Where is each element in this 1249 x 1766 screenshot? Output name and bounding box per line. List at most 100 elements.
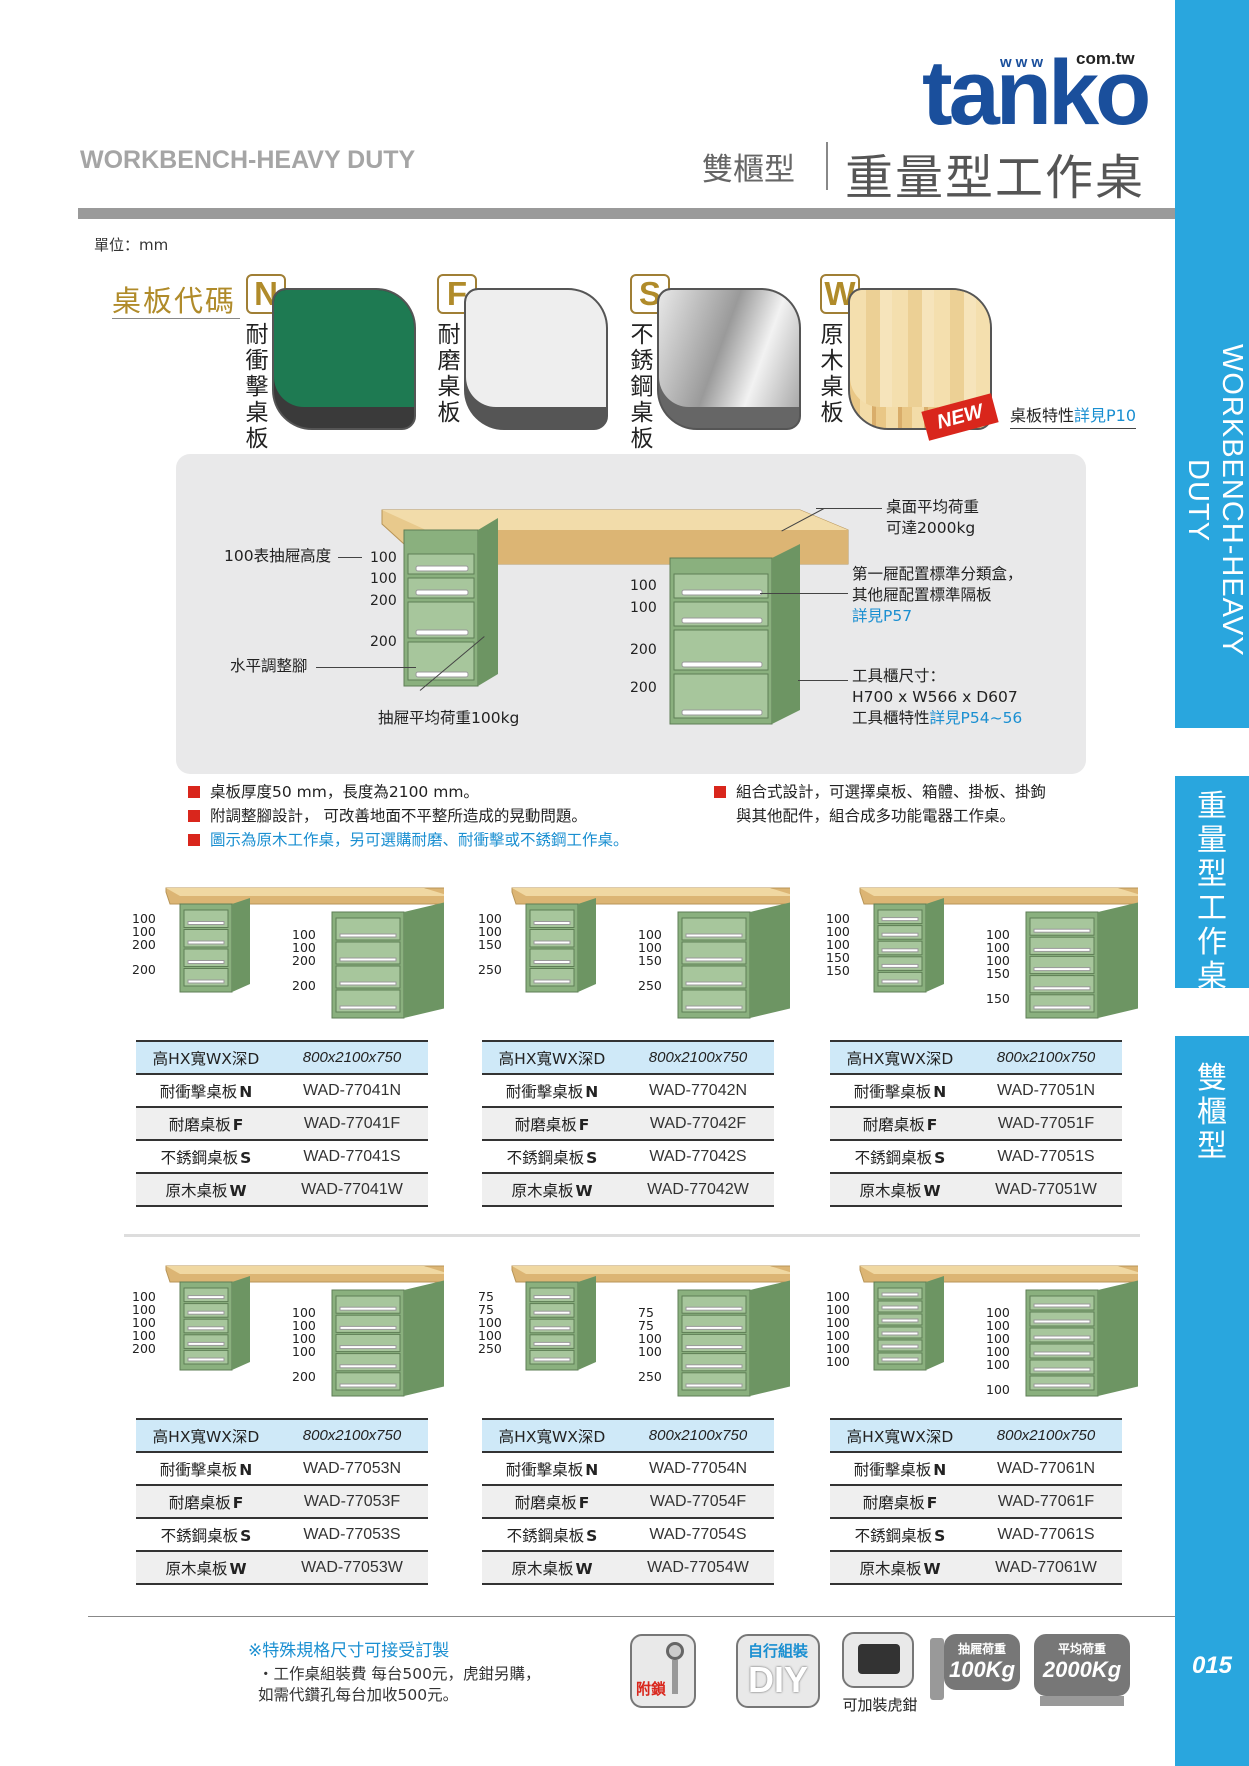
left-drawer-num: 200 bbox=[370, 593, 397, 609]
board-sample-f bbox=[464, 288, 608, 430]
dimension-value: 800x2100x750 bbox=[970, 1040, 1122, 1075]
model-code: WAD-77042N bbox=[622, 1074, 774, 1108]
board-note-link[interactable]: 詳見P10 bbox=[1074, 406, 1137, 425]
workbench-thumbnail bbox=[859, 887, 1145, 1019]
left-drawer-height: 100 bbox=[132, 1289, 156, 1304]
left-drawer-height: 100 bbox=[478, 924, 502, 939]
model-code: WAD-77053F bbox=[276, 1485, 428, 1519]
drawer-note-link[interactable]: 詳見P57 bbox=[852, 607, 913, 625]
bullet-item: 桌板厚度50 mm，長度為2100 mm。 bbox=[188, 780, 479, 804]
model-code: WAD-77042S bbox=[622, 1140, 774, 1174]
cabinet-feature-link[interactable]: 詳見P54~56 bbox=[929, 709, 1023, 727]
right-drawer-height: 100 bbox=[986, 1344, 1010, 1359]
diy-badge: 自行組裝 DIY bbox=[736, 1634, 820, 1708]
left-drawer-height: 100 bbox=[826, 937, 850, 952]
dimension-value: 800x2100x750 bbox=[970, 1418, 1122, 1453]
model-code: WAD-77054W bbox=[622, 1551, 774, 1585]
left-drawer-height: 100 bbox=[478, 1315, 502, 1330]
model-code: WAD-77051W bbox=[970, 1173, 1122, 1207]
drawer-load-badge: 抽屜荷重 100Kg bbox=[930, 1634, 1022, 1700]
left-drawer-height: 100 bbox=[826, 911, 850, 926]
right-drawer-height: 100 bbox=[986, 1382, 1010, 1397]
board-sample-s bbox=[657, 288, 801, 430]
left-drawer-height: 100 bbox=[478, 911, 502, 926]
left-drawer-num: 100 bbox=[370, 571, 397, 587]
right-drawer-height: 150 bbox=[986, 991, 1010, 1006]
right-drawer-num: 100 bbox=[630, 578, 657, 594]
model-code: WAD-77041N bbox=[276, 1074, 428, 1108]
left-drawer-num: 200 bbox=[370, 634, 397, 650]
model-code: WAD-77041S bbox=[276, 1140, 428, 1174]
model-code: WAD-77053N bbox=[276, 1452, 428, 1486]
left-drawer-height: 100 bbox=[132, 1328, 156, 1343]
right-sidebar bbox=[1175, 0, 1249, 1766]
left-drawer-height: 100 bbox=[826, 1341, 850, 1356]
logo-com: com.tw bbox=[1076, 49, 1135, 68]
right-drawer-num: 200 bbox=[630, 642, 657, 658]
top-load-badge: 平均荷重 2000Kg bbox=[1034, 1634, 1130, 1708]
left-drawer-height: 75 bbox=[478, 1302, 494, 1317]
model-code: WAD-77061W bbox=[970, 1551, 1122, 1585]
spec-label: 高HX寬WX深D bbox=[482, 1040, 622, 1075]
dimension-value: 800x2100x750 bbox=[622, 1040, 774, 1075]
title-divider bbox=[826, 142, 828, 190]
model-code: WAD-77053W bbox=[276, 1551, 428, 1585]
level-foot-label: 水平調整腳 bbox=[230, 657, 308, 675]
right-drawer-height: 100 bbox=[292, 940, 316, 955]
sidebar-zh-tab: 重量型工作桌 bbox=[1197, 789, 1227, 994]
board-sample-w bbox=[848, 288, 992, 430]
left-drawer-height: 100 bbox=[826, 1328, 850, 1343]
right-drawer-height: 100 bbox=[986, 1331, 1010, 1346]
right-drawer-height: 200 bbox=[292, 1369, 316, 1384]
board-name-w: 原木桌板 bbox=[820, 322, 844, 426]
load-top-label: 桌面平均荷重可達2000kg bbox=[886, 498, 980, 537]
sidebar-en-tab: WORKBENCH-HEAVY DUTY bbox=[1182, 343, 1248, 657]
header-bar bbox=[78, 208, 1175, 219]
right-drawer-height: 100 bbox=[292, 1305, 316, 1320]
left-drawer-height: 200 bbox=[132, 962, 156, 977]
right-drawer-height: 100 bbox=[986, 953, 1010, 968]
right-drawer-height: 100 bbox=[986, 1318, 1010, 1333]
left-drawer-height: 100 bbox=[132, 924, 156, 939]
english-title: WORKBENCH-HEAVY DUTY bbox=[80, 146, 416, 174]
bullet-item: 附調整腳設計， 可改善地面不平整所造成的晃動問題。 bbox=[188, 804, 587, 828]
board-name-n: 耐衝擊桌板 bbox=[245, 322, 269, 452]
dimension-value: 800x2100x750 bbox=[276, 1418, 428, 1453]
right-drawer-height: 75 bbox=[638, 1305, 654, 1320]
right-drawer-height: 250 bbox=[638, 1369, 662, 1384]
tanko-logo: tanko bbox=[922, 42, 1151, 144]
model-code: WAD-77042W bbox=[622, 1173, 774, 1207]
sidebar-type-tab: 雙櫃型 bbox=[1197, 1061, 1227, 1164]
leader-line bbox=[760, 593, 848, 594]
model-code: WAD-77041F bbox=[276, 1107, 428, 1141]
model-code: WAD-77051N bbox=[970, 1074, 1122, 1108]
left-drawer-num: 100 bbox=[370, 550, 397, 566]
left-drawer-height: 100 bbox=[132, 911, 156, 926]
section-divider bbox=[124, 1234, 1140, 1237]
dimension-value: 800x2100x750 bbox=[622, 1418, 774, 1453]
vise-icon bbox=[842, 1632, 914, 1688]
right-drawer-height: 200 bbox=[292, 978, 316, 993]
left-drawer-height: 100 bbox=[826, 1354, 850, 1369]
model-code: WAD-77054F bbox=[622, 1485, 774, 1519]
workbench-illustration bbox=[381, 509, 849, 725]
right-drawer-height: 100 bbox=[986, 1305, 1010, 1320]
